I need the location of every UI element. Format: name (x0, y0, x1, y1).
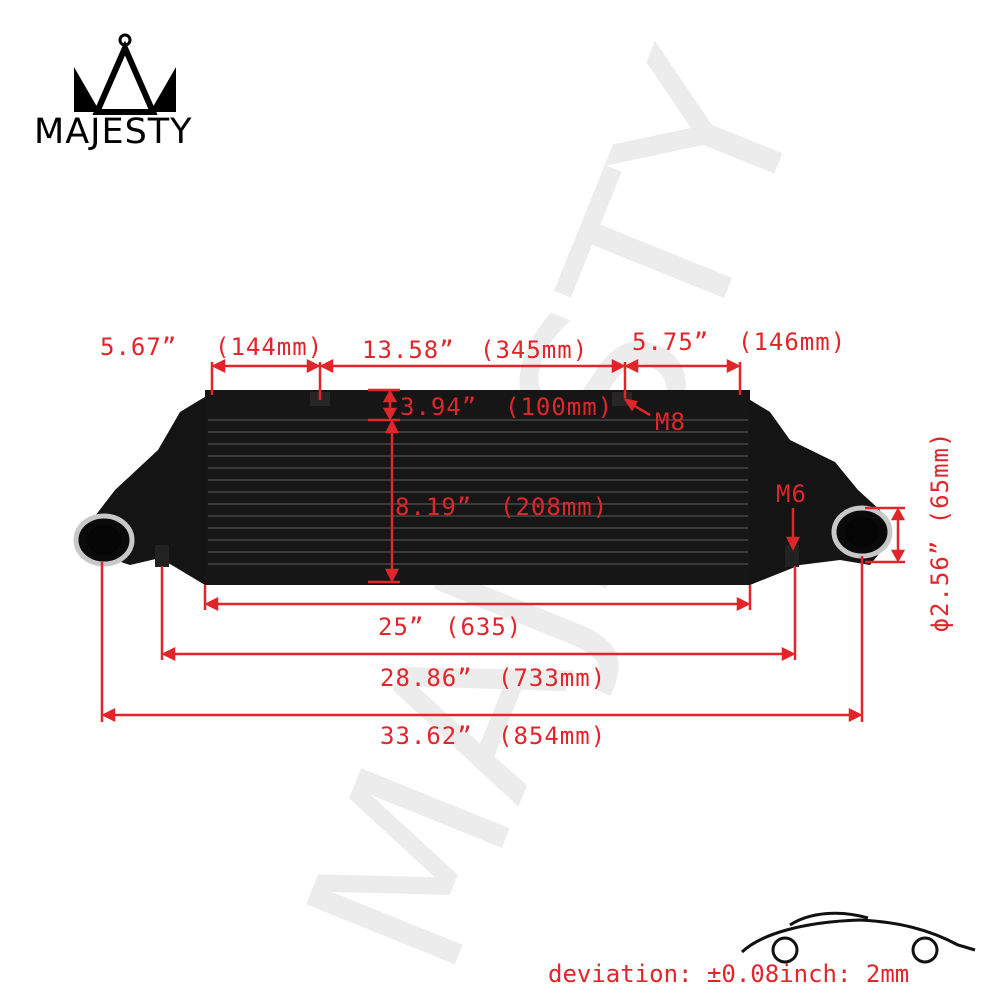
core-width-mm: (635) (445, 613, 523, 641)
outlet-diameter-label: ϕ2.56” (65mm) (926, 431, 954, 633)
tank-height-inch: 3.94” (400, 393, 478, 421)
middle-segment-inch: 13.58” (362, 336, 455, 364)
right-segment-inch: 5.75” (632, 328, 710, 356)
bolt-m8-label: M8 (655, 408, 686, 436)
sports-car-icon (740, 911, 976, 964)
left-segment-mm: (144mm) (215, 333, 324, 361)
left-segment-inch: 5.67” (100, 333, 178, 361)
middle-segment-mm: (345mm) (480, 336, 589, 364)
dimension-lines (100, 358, 906, 723)
brand-name: MAJESTY (34, 112, 193, 152)
mount-width-inch: 28.86” (380, 664, 473, 692)
mount-width-mm: (733mm) (498, 664, 607, 692)
intercooler-icon (73, 390, 893, 585)
core-width-inch: 25” (378, 613, 425, 641)
deviation-note: deviation: ±0.08inch: 2mm (548, 960, 910, 988)
tank-height-mm: (100mm) (505, 393, 614, 421)
core-height-mm: (208mm) (500, 493, 609, 521)
right-segment-mm: (146mm) (738, 328, 847, 356)
overall-width-inch: 33.62” (380, 722, 473, 750)
core-height-inch: 8.19” (395, 493, 473, 521)
bolt-m6-label: M6 (776, 480, 807, 508)
crown-icon (74, 33, 176, 115)
overall-width-mm: (854mm) (498, 722, 607, 750)
